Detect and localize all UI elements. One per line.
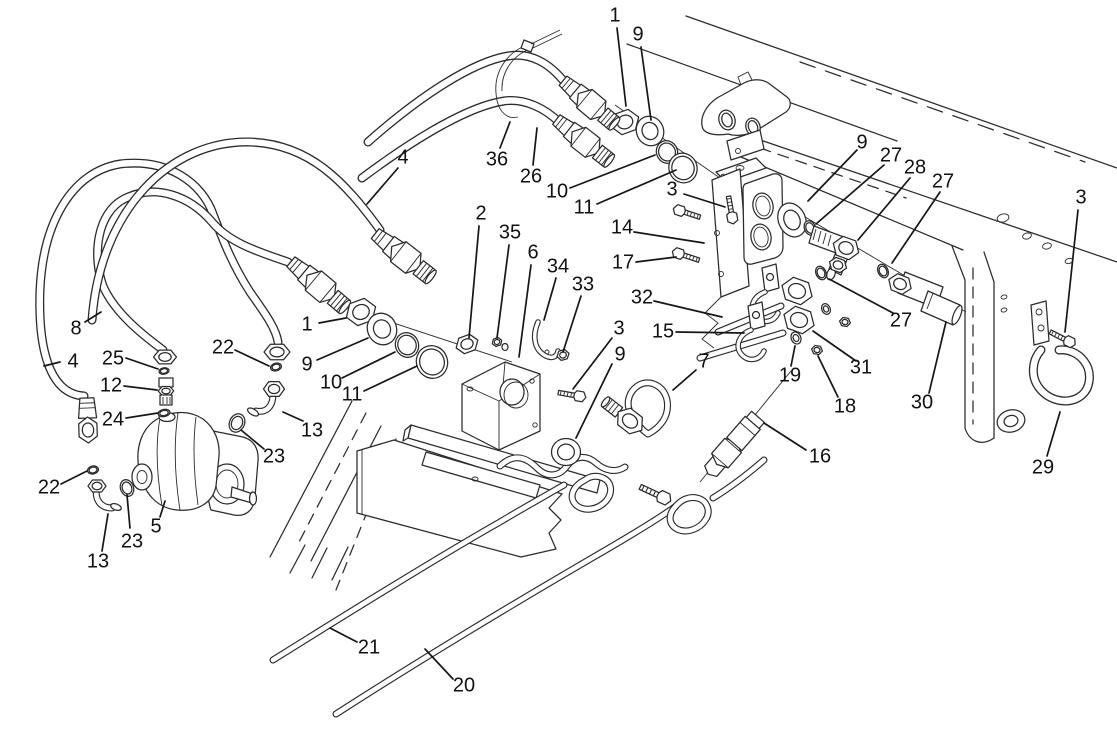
leader-line-7 xyxy=(672,369,697,391)
hydraulic-pump-5 xyxy=(132,412,258,515)
plug-35 xyxy=(490,336,508,351)
leader-line-3 xyxy=(572,337,613,390)
leader-line-5 xyxy=(159,500,166,518)
leader-line-21 xyxy=(329,627,358,643)
leader-line-24 xyxy=(125,412,159,419)
leader-line-9 xyxy=(575,363,613,439)
leader-line-9 xyxy=(640,46,652,121)
frame-rail xyxy=(626,15,1117,313)
leader-line-27 xyxy=(828,278,894,314)
leader-line-22 xyxy=(60,470,88,485)
leader-line-6 xyxy=(518,264,532,358)
leader-line-11 xyxy=(363,365,418,392)
leader-line-17 xyxy=(635,256,677,263)
leader-line-1 xyxy=(318,317,347,324)
leader-line-30 xyxy=(928,321,947,394)
elbow-13-left xyxy=(87,479,122,512)
hose-30 xyxy=(884,270,964,325)
leader-line-34 xyxy=(543,277,557,321)
leader-line-1 xyxy=(616,27,627,107)
left-fitting-chain xyxy=(77,398,137,512)
tie-down-hook xyxy=(1031,301,1089,401)
leader-line-3 xyxy=(683,193,726,208)
leader-line-31 xyxy=(812,330,857,362)
leader-line-13 xyxy=(101,513,109,552)
leader-line-16 xyxy=(763,422,807,451)
cable-tie-36 xyxy=(495,29,563,118)
valve-plate-14 xyxy=(670,158,783,349)
leader-line-3 xyxy=(1064,209,1079,333)
strap-34 xyxy=(535,322,558,357)
leader-line-22 xyxy=(234,349,270,367)
leader-line-11 xyxy=(596,169,677,205)
leader-line-32 xyxy=(653,300,723,318)
fitting-train-right xyxy=(771,197,964,326)
leader-line-4 xyxy=(43,361,61,367)
leader-line-20 xyxy=(424,648,454,680)
leader-line-28 xyxy=(857,177,911,241)
leader-line-25 xyxy=(125,357,159,370)
leader-line-8 xyxy=(84,311,102,323)
hose-coupler-16 xyxy=(700,410,766,482)
leader-line-13 xyxy=(282,411,304,422)
leader-line-15 xyxy=(675,331,745,334)
leader-line-19 xyxy=(790,345,796,367)
frame-post xyxy=(951,245,1027,443)
leader-line-10 xyxy=(341,351,396,379)
pump-top-chain xyxy=(152,349,178,418)
leader-line-23 xyxy=(126,494,131,529)
leader-line-10 xyxy=(569,154,656,189)
bent-tube-7 xyxy=(597,383,667,440)
leader-line-27 xyxy=(815,164,885,225)
clevis-bracket xyxy=(702,71,791,160)
leader-line-29 xyxy=(1046,411,1061,457)
mount-bracket-6 xyxy=(462,362,540,450)
fitting-12 xyxy=(157,378,175,405)
leader-line-12 xyxy=(123,385,158,391)
leader-line-2 xyxy=(468,225,480,339)
tee-fitting-28 xyxy=(809,226,863,281)
elbow-13-right xyxy=(246,380,286,418)
leader-line-18 xyxy=(817,355,839,398)
leader-line-27 xyxy=(891,191,941,264)
right-elbow-chain xyxy=(225,343,291,436)
leader-line-23 xyxy=(240,429,265,450)
leader-line-36 xyxy=(499,121,511,149)
leader-line-35 xyxy=(496,244,510,339)
leader-line-9 xyxy=(807,149,858,202)
leader-line-26 xyxy=(532,127,538,166)
leader-line-9 xyxy=(316,337,369,361)
leader-line-4 xyxy=(366,167,399,205)
tube-assembly-15-32 xyxy=(696,264,852,363)
leader-line-33 xyxy=(562,295,582,353)
leader-line-14 xyxy=(633,231,705,244)
